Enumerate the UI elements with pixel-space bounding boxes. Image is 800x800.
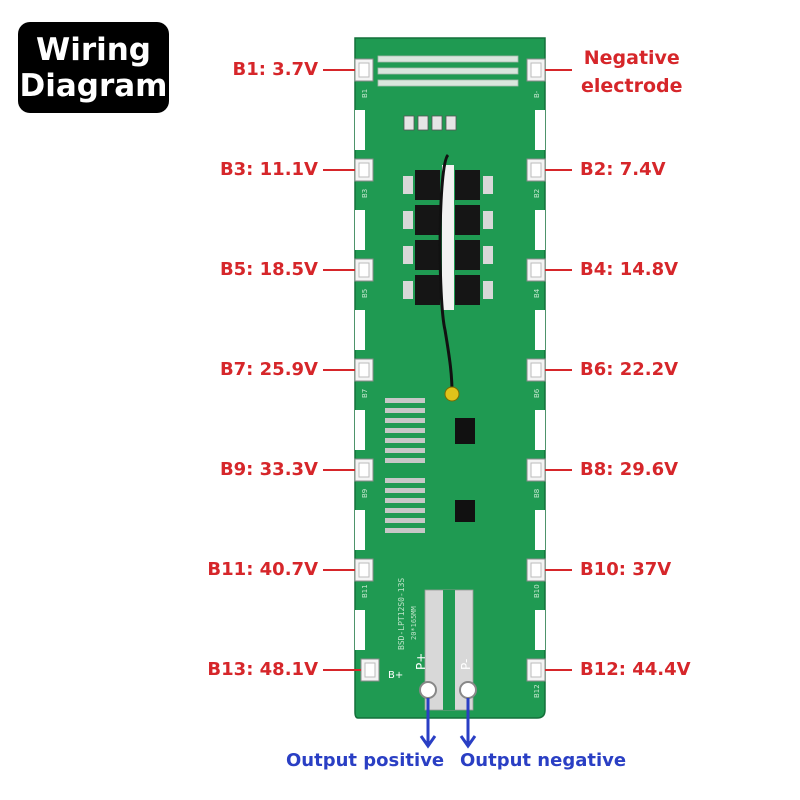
tap-label-right-5: B10: 37V (580, 559, 672, 580)
tap-label-left-1: B3: 11.1V (219, 159, 318, 180)
output-negative-arrow (459, 698, 477, 749)
tap-label-left-5: B11: 40.7V (207, 559, 318, 580)
tap-label-right-1: B2: 7.4V (580, 159, 666, 180)
tap-label-right-3: B6: 22.2V (580, 359, 679, 380)
center-heat-strip (442, 165, 454, 310)
tap-label-right-4: B8: 29.6V (580, 459, 679, 480)
tap-pad-right-2-silk: B4 (533, 288, 541, 298)
negative-electrode-line-1: Negative (583, 47, 680, 69)
tap-label-left-4: B9: 33.3V (219, 459, 318, 480)
tap-pad-right-0: B- (526, 58, 546, 98)
negative-electrode-line-2: electrode (581, 75, 683, 97)
balance-resistor-array (385, 398, 425, 533)
tap-pad-right-0-silk: B- (533, 90, 541, 98)
tap-label-left-3: B7: 25.9V (219, 359, 318, 380)
title-line-1: Wiring (36, 31, 151, 68)
ntc-wire (438, 153, 454, 393)
tap-pad-left-4-silk: B9 (361, 489, 369, 498)
control-ic-1 (455, 418, 475, 444)
board-silk-text: BSD-LPT12S0-13S (397, 578, 406, 650)
tap-pad-left-5-silk: B11 (361, 584, 369, 598)
tap-pad-right-4: B8 (526, 458, 546, 498)
output-positive-label: Output positive (286, 750, 445, 771)
tap-label-right-2: B4: 14.8V (580, 259, 679, 280)
title-line-2: Diagram (19, 67, 168, 104)
tap-pad-right-4-silk: B8 (533, 489, 541, 498)
output-positive-arrow (419, 698, 437, 749)
tap-pad-right-5: B10 (526, 558, 546, 598)
tap-pad-right-3: B6 (526, 358, 546, 398)
ntc-sensor (444, 386, 460, 402)
output-positive-hole (419, 681, 437, 699)
tap-label-right-6: B12: 44.4V (580, 659, 691, 680)
tap-pad-right-3-silk: B6 (533, 388, 541, 398)
silk-p-plus: P+ (414, 653, 428, 670)
output-negative-hole (459, 681, 477, 699)
tap-pad-left-3-silk: B7 (361, 389, 369, 398)
board-silk-text-2: 20*165MM (410, 606, 418, 640)
wiring-diagram-title: Wiring Diagram (18, 22, 169, 113)
tap-label-left-2: B5: 18.5V (219, 259, 318, 280)
negative-busbars (377, 55, 519, 87)
tap-pad-left-6 (360, 658, 380, 682)
top-connector (403, 115, 457, 131)
negative-electrode-label: Negative electrode (581, 44, 683, 100)
mosfet-tabs (403, 176, 493, 299)
silk-b-plus: B+ (388, 670, 403, 681)
tap-pad-left-2-silk: B5 (361, 289, 369, 298)
silk-p-minus: P- (459, 659, 473, 670)
tap-label-left-6: B13: 48.1V (207, 659, 318, 680)
tap-pad-right-1-silk: B2 (533, 189, 541, 198)
tap-pad-right-6: B12 (526, 658, 546, 698)
tap-pad-right-6-silk: B12 (533, 684, 541, 698)
output-negative-label: Output negative (460, 750, 627, 771)
tap-label-left-0: B1: 3.7V (232, 59, 318, 80)
tap-pad-left-1-silk: B3 (361, 189, 369, 198)
tap-pad-right-1: B2 (526, 158, 546, 198)
tap-pad-left-0-silk: B1 (361, 89, 369, 98)
tap-pad-left-1: B3 (354, 158, 374, 198)
tap-pad-left-3: B7 (354, 358, 374, 398)
tap-pad-left-5: B11 (354, 558, 374, 598)
output-divider (443, 590, 455, 710)
control-ic-2 (455, 500, 475, 522)
pcb-edge-notches (355, 110, 545, 650)
mosfet-array (415, 170, 480, 305)
tap-pad-right-5-silk: B10 (533, 584, 541, 598)
